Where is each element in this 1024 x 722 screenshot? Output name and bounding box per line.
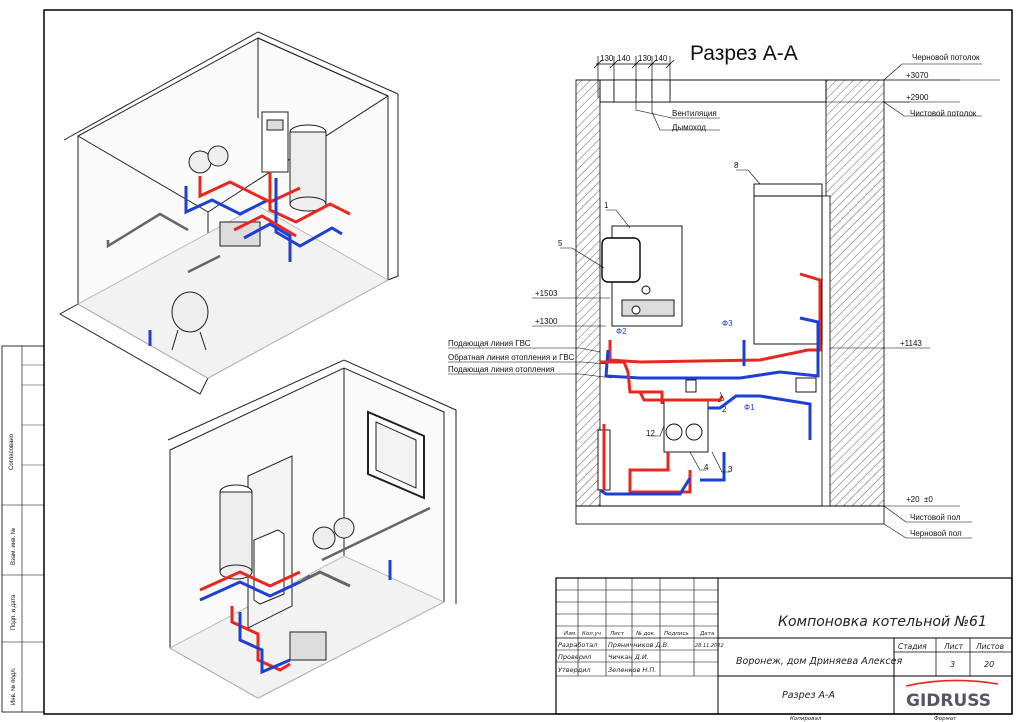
tb-name-check: Чичкан Д.И. xyxy=(608,653,649,661)
stamp-replace-inv: Взам. инв. № xyxy=(10,528,17,565)
gidruss-logo: GIDRUSS xyxy=(905,679,999,711)
finish-floor-label: Чистовой пол xyxy=(910,513,961,522)
dim-2: 140 xyxy=(617,54,631,63)
dim-3: 130 xyxy=(638,54,652,63)
ventilation-label: Вентиляция xyxy=(672,109,717,118)
logo-text: GIDRUSS xyxy=(906,691,991,711)
dim-1: 130 xyxy=(600,54,614,63)
iso-room-top xyxy=(58,31,399,395)
chimney-label: Дымоход xyxy=(672,123,706,132)
water-heater-unit xyxy=(753,183,823,345)
rough-ceiling-label: Черновой потолок xyxy=(912,53,980,62)
stamp-sign-date: Подп. и дата xyxy=(11,594,17,630)
tb-head-count: Кол.уч xyxy=(582,631,602,637)
project-title: Компоновка котельной №61 xyxy=(778,614,987,630)
side-stamp: Согласовано Взам. инв. № Подп. и дата Ин… xyxy=(1,345,45,713)
pump-group xyxy=(597,377,817,491)
finish-ceiling-mark: +2900 xyxy=(906,93,929,102)
copied-label: Копировал xyxy=(790,716,822,722)
tb-role-approve: Утвердил xyxy=(558,666,591,674)
filter-f2: Ф2 xyxy=(616,327,627,336)
iso-room-bottom-pipes xyxy=(199,570,351,675)
heating-supply-label: Подающая линия отопления xyxy=(448,365,554,374)
dhw-supply-label: Подающая линия ГВС xyxy=(448,339,531,348)
item-4: 4 xyxy=(704,463,709,472)
item-3: 3 xyxy=(728,465,733,474)
iso-room-top-pipes xyxy=(148,172,351,346)
level-leaders xyxy=(448,63,982,539)
sheets-label: Листов xyxy=(975,642,1004,651)
tb-head-sign: Подпись xyxy=(664,631,689,637)
mark-1503: +1503 xyxy=(535,289,558,298)
mark-1143: +1143 xyxy=(900,339,922,348)
project-address: Воронеж, дом Дриняева Алексея xyxy=(736,656,902,667)
tb-role-check: Проверил xyxy=(558,653,591,661)
floor-mark: +20 xyxy=(906,495,920,504)
rough-ceiling-mark: +3070 xyxy=(906,71,929,80)
format-label: Формат xyxy=(934,716,957,722)
section-pipes xyxy=(599,272,822,496)
sheet-title: Разрез А-А xyxy=(782,690,835,701)
dim-4: 140 xyxy=(654,54,668,63)
return-line-label: Обратная линия отопления и ГВС xyxy=(448,353,574,362)
section-walls xyxy=(575,79,1000,525)
item-8: 8 xyxy=(734,161,739,170)
item-12: 12 xyxy=(646,429,655,438)
boiler-unit xyxy=(601,225,683,327)
title-block xyxy=(555,577,1013,715)
stamp-agreed: Согласовано xyxy=(9,433,15,470)
filter-f1: Ф1 xyxy=(744,403,755,412)
item-5: 5 xyxy=(558,239,563,248)
sheet-label: Лист xyxy=(943,642,964,651)
filter-f3: Ф3 xyxy=(722,319,733,328)
tb-name-approve: Зеленков Н.П. xyxy=(608,666,656,674)
zero-mark: ±0 xyxy=(924,495,933,504)
item-1: 1 xyxy=(604,201,609,210)
sheet-value: 3 xyxy=(950,660,955,669)
finish-ceiling-label: Чистовой потолок xyxy=(910,109,977,118)
tb-head-doc: № док. xyxy=(635,631,656,637)
tb-head-sheet: Лист xyxy=(609,631,625,637)
tb-head-change: Изм. xyxy=(564,631,577,637)
item-2: 2 xyxy=(722,405,727,414)
iso-room-bottom xyxy=(167,359,457,699)
mark-1300: +1300 xyxy=(535,317,558,326)
stamp-inv-no: Инв. № подл. xyxy=(10,667,17,705)
tb-head-date: Дата xyxy=(699,631,715,637)
sheets-value: 20 xyxy=(984,660,994,669)
section-title: Разрез А-А xyxy=(690,42,798,65)
tb-role-dev: Разработал xyxy=(558,641,597,649)
tb-date-dev: 28.11.2022 xyxy=(695,643,724,649)
stage-label: Стадия xyxy=(898,642,927,651)
rough-floor-label: Черновой пол xyxy=(910,529,962,538)
item-leaders xyxy=(560,169,761,473)
tb-name-dev: Пряничников Д.В. xyxy=(608,641,669,649)
